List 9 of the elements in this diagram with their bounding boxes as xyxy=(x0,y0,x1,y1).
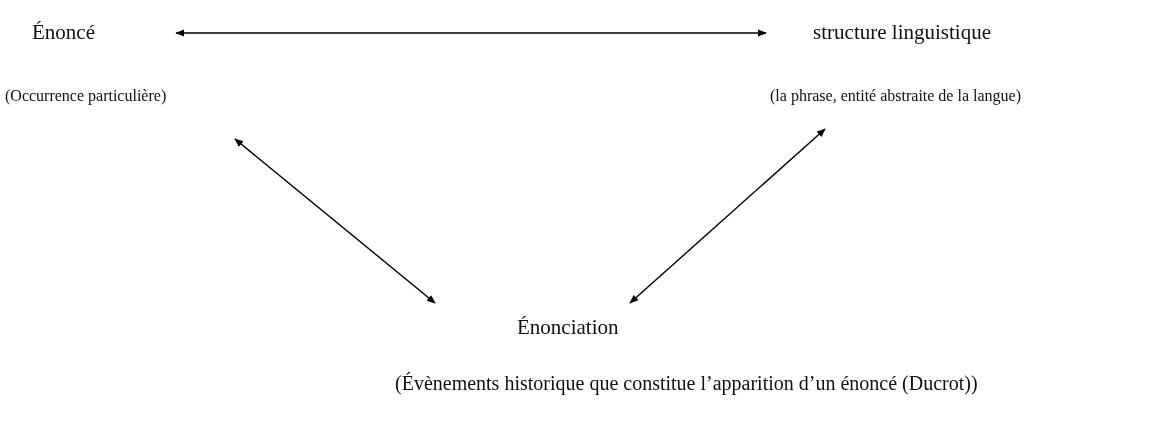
double-arrow xyxy=(175,29,767,37)
concept-description: (Évènements historique que constitue l’apparition d’un énoncé (Ducrot)) xyxy=(395,372,978,395)
concept-label: Énonciation xyxy=(516,315,619,340)
concept-description: (la phrase, entité abstraite de la langue) xyxy=(770,87,1021,105)
double-arrow xyxy=(234,138,436,304)
concept-label: Énoncé xyxy=(31,20,95,45)
concept-description: (Occurrence particulière) xyxy=(5,87,167,105)
concept-label: structure linguistique xyxy=(813,20,992,45)
double-arrow xyxy=(629,128,826,304)
